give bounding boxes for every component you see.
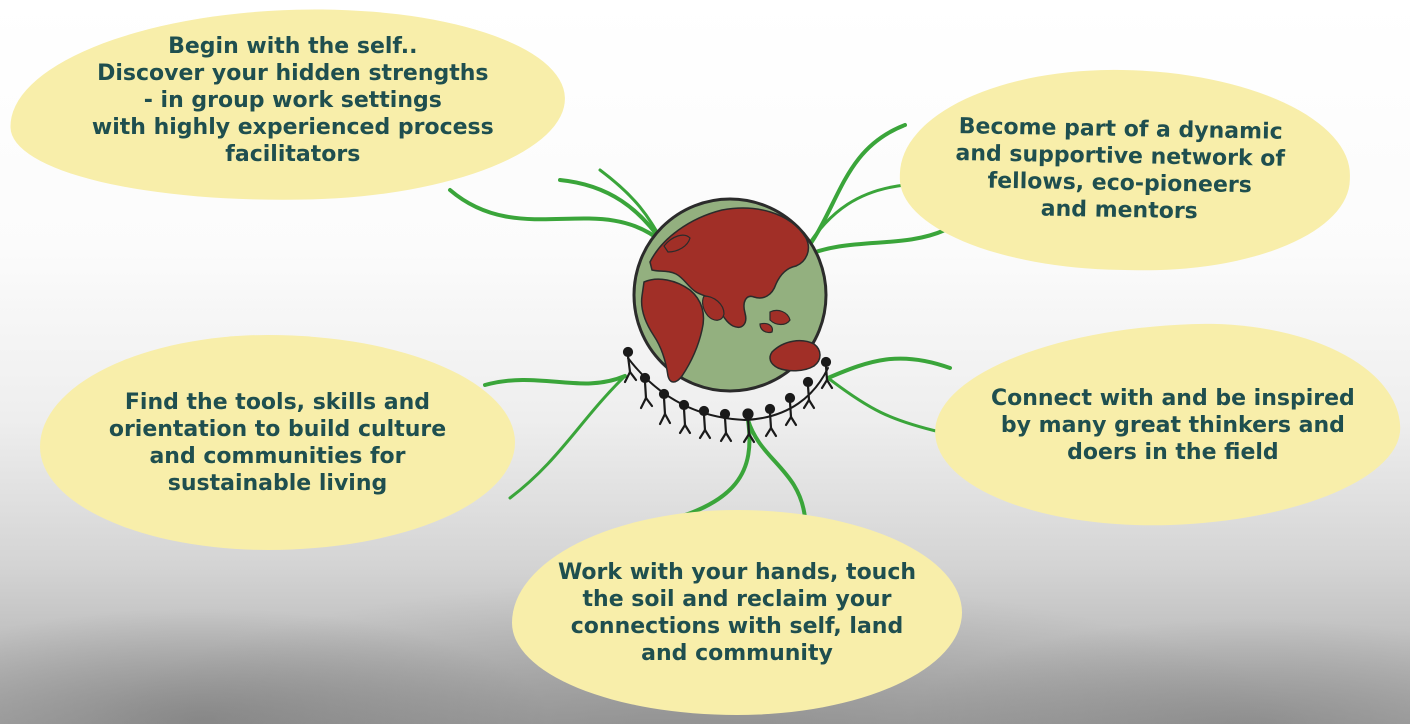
person-figure	[784, 392, 798, 427]
stem-hands-2	[746, 418, 807, 520]
person-figure	[639, 372, 654, 410]
person-figure	[820, 356, 834, 390]
person-figure	[658, 388, 672, 426]
bubble-tools-text: Find the tools, skills and orientation t…	[108, 389, 447, 496]
stem-network-2	[798, 228, 947, 260]
bubble-hands-text: Work with your hands, touch the soil and…	[557, 559, 917, 666]
person-figure	[719, 408, 733, 443]
stem-tools-2	[508, 374, 627, 500]
stem-self-1	[558, 178, 664, 244]
stem-self-2	[448, 188, 664, 244]
stem-connect-1	[826, 356, 952, 380]
person-figure	[622, 346, 638, 384]
people-chain-icon	[622, 346, 834, 444]
stem-tools-1	[483, 374, 627, 387]
person-figure	[698, 405, 712, 440]
globe-icon	[632, 197, 828, 393]
stem-connect-2	[826, 376, 942, 434]
person-figure	[678, 399, 692, 435]
bubble-tools-skills: Find the tools, skills and orientation t…	[40, 335, 515, 550]
bubble-work-with-hands: Work with your hands, touch the soil and…	[512, 510, 962, 715]
stem-network-3	[803, 183, 907, 252]
person-figure	[764, 403, 778, 438]
person-figure	[742, 408, 756, 444]
person-figure	[802, 376, 816, 410]
